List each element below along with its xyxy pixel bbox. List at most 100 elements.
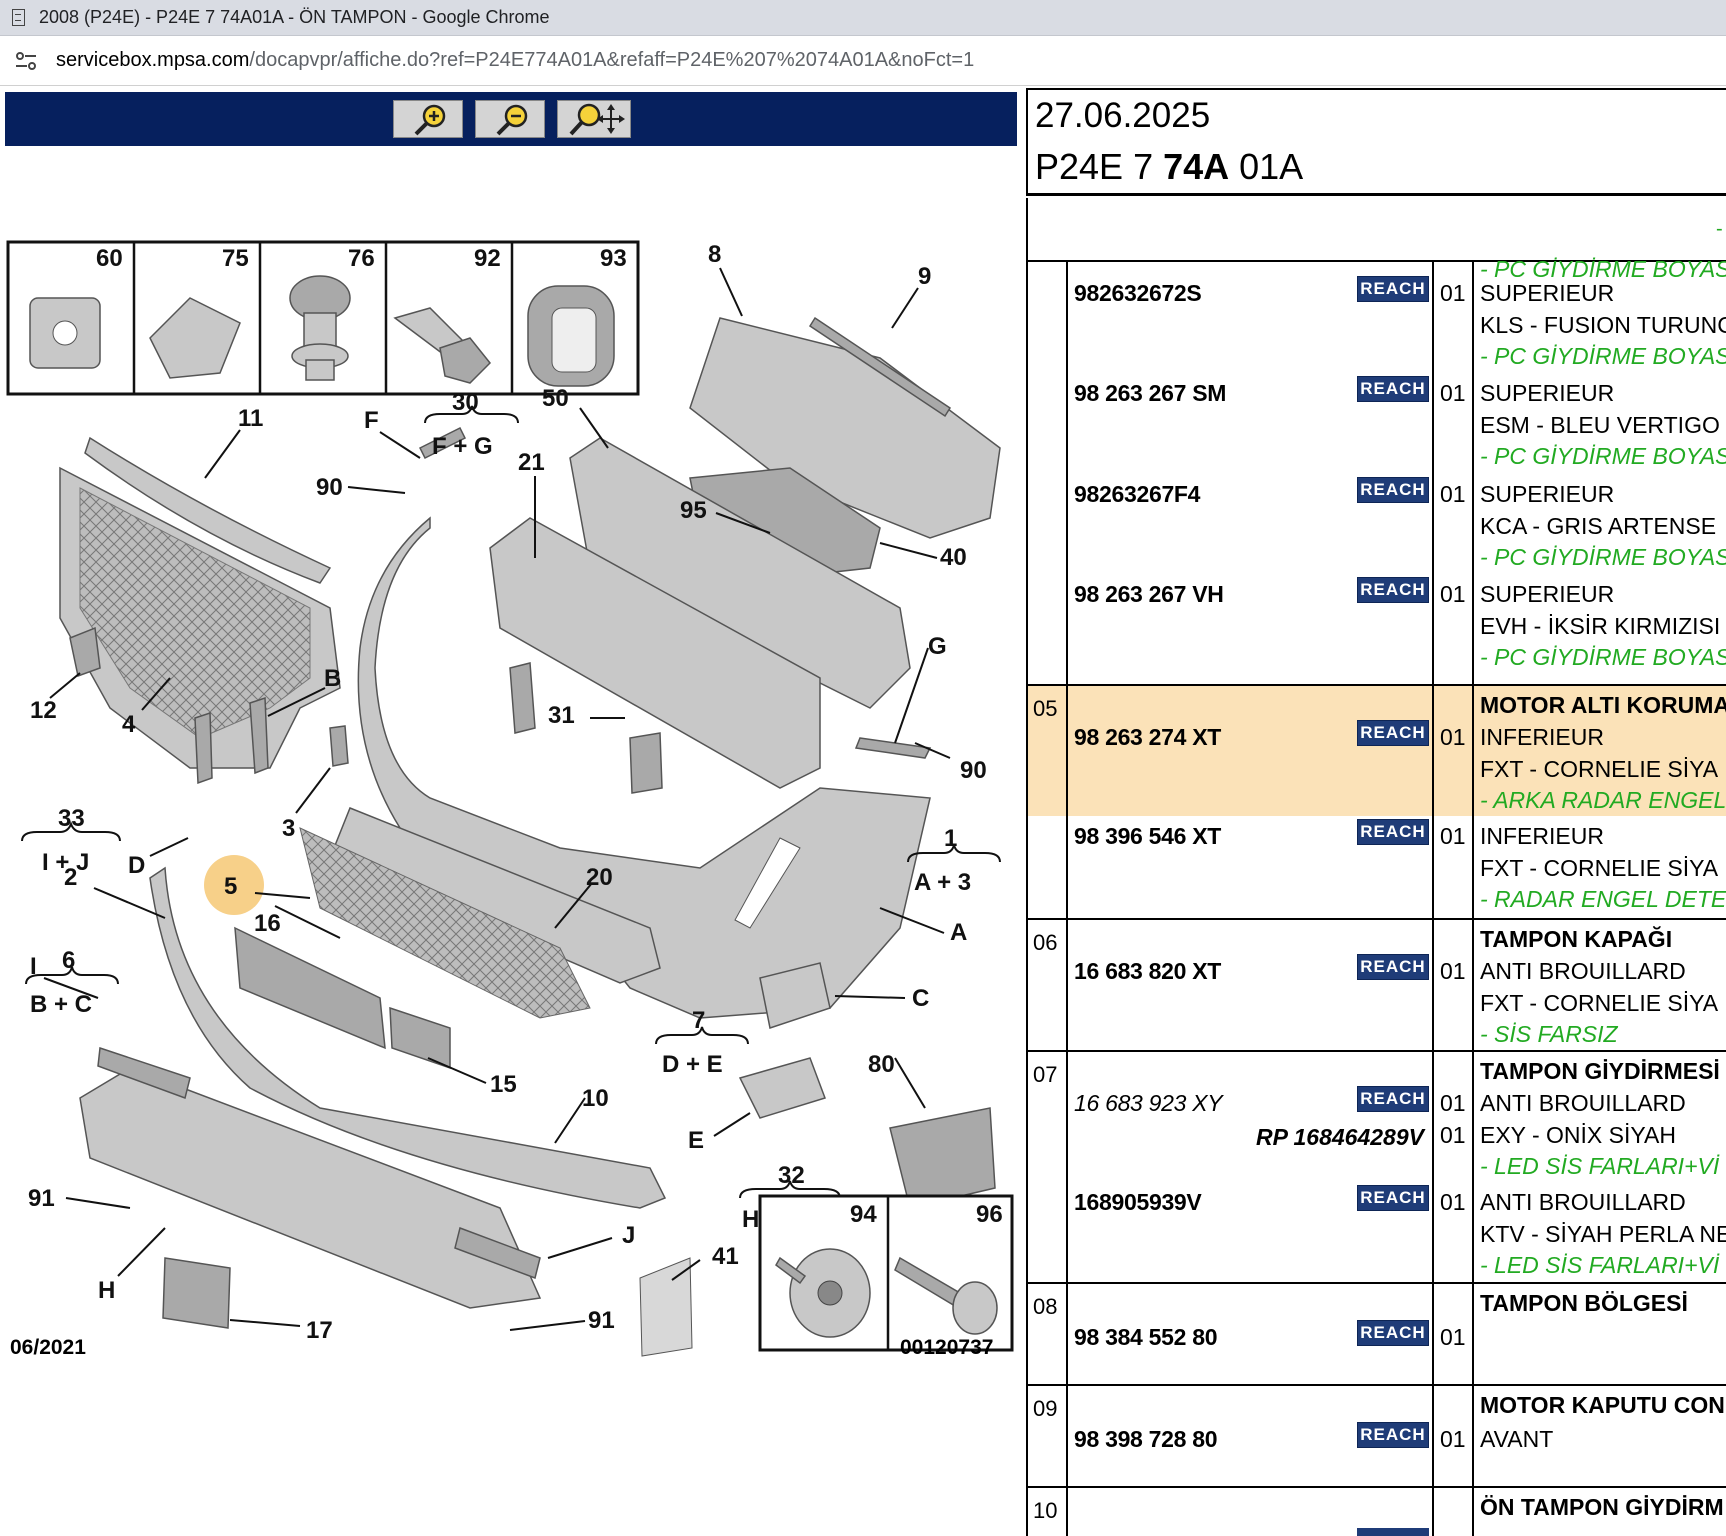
label-A[interactable]: A	[950, 919, 967, 946]
table-row-06[interactable]: 06 TAMPON KAPAĞI 16 683 820 XT REACH 01 …	[1026, 920, 1726, 1052]
support-F[interactable]	[418, 426, 467, 460]
group-1[interactable]: 1 A + 3	[907, 825, 1001, 896]
label-91-left[interactable]: 91	[28, 1185, 55, 1212]
part-ref[interactable]: 16 683 923 XY	[1074, 1090, 1223, 1116]
bracket-I[interactable]	[97, 1046, 191, 1099]
reach-badge[interactable]: REACH	[1357, 376, 1429, 402]
reach-badge[interactable]: REACH	[1357, 1086, 1429, 1112]
label-41[interactable]: 41	[712, 1243, 739, 1270]
group-6[interactable]: 6 B + C	[25, 947, 119, 1018]
part-ref[interactable]: 98 263 267 VH	[1074, 581, 1224, 607]
url-path[interactable]: /docapvpr/affiche.do?ref=P24E774A01A&ref…	[249, 49, 975, 71]
label-16[interactable]: 16	[254, 910, 281, 937]
reach-badge[interactable]: REACH	[1357, 954, 1429, 980]
bracket-31b[interactable]	[629, 732, 663, 794]
cross-member-8[interactable]	[689, 317, 1001, 539]
site-settings-icon[interactable]	[14, 49, 38, 73]
label-80[interactable]: 80	[868, 1051, 895, 1078]
part-ref[interactable]: 982632672S	[1074, 280, 1202, 306]
part-ref[interactable]: 98 398 728 80	[1074, 1426, 1218, 1452]
reach-badge[interactable]: REACH	[1357, 1185, 1429, 1211]
label-40[interactable]: 40	[940, 544, 967, 571]
fog-cover-C[interactable]	[759, 962, 831, 1029]
label-8[interactable]: 8	[708, 241, 721, 268]
label-21[interactable]: 21	[518, 449, 545, 476]
bracket-D[interactable]	[194, 711, 213, 785]
pad-41[interactable]	[639, 1257, 693, 1357]
label-B[interactable]: B	[324, 665, 341, 692]
beam-50[interactable]	[489, 517, 821, 789]
label-91-bottom[interactable]: 91	[588, 1307, 615, 1334]
bracket-31a[interactable]	[509, 662, 536, 734]
bracket-J[interactable]	[454, 1227, 541, 1279]
strip-16[interactable]	[234, 926, 386, 1050]
table-row-09[interactable]: 09 MOTOR KAPUTU CON 98 398 728 80 REACH …	[1026, 1386, 1726, 1488]
part-ref[interactable]: 98263267F4	[1074, 481, 1201, 507]
label-90-right[interactable]: 90	[960, 757, 987, 784]
label-17[interactable]: 17	[306, 1317, 333, 1344]
reach-badge[interactable]: REACH	[1357, 1422, 1429, 1448]
table-row-08[interactable]: 08 TAMPON BÖLGESİ 98 384 552 80 REACH 01	[1026, 1284, 1726, 1386]
lower-trim-10[interactable]	[149, 866, 667, 1209]
address-bar[interactable]: servicebox.mpsa.com/docapvpr/affiche.do?…	[0, 36, 1726, 86]
plate-17[interactable]	[162, 1257, 231, 1329]
label-11[interactable]: 11	[238, 405, 263, 432]
lower-grille-5[interactable]	[299, 827, 591, 1019]
strip-11[interactable]	[84, 436, 332, 584]
label-3[interactable]: 3	[282, 815, 295, 842]
reach-badge[interactable]: REACH	[1357, 477, 1429, 503]
group-7[interactable]: 7 D + E	[655, 1007, 749, 1078]
zoom-pan-button[interactable]	[557, 100, 631, 138]
label-D[interactable]: D	[128, 852, 145, 879]
part-ref[interactable]: 98 396 546 XT	[1074, 823, 1221, 849]
kit-80[interactable]	[889, 1107, 996, 1209]
reach-badge[interactable]: REACH	[1357, 577, 1429, 603]
label-10[interactable]: 10	[582, 1085, 609, 1112]
part-ref[interactable]: 98 384 552 80	[1074, 1324, 1218, 1350]
label-4[interactable]: 4	[122, 711, 136, 738]
support-G[interactable]	[854, 737, 932, 759]
grille-4[interactable]	[59, 466, 341, 769]
plate-3[interactable]	[329, 725, 349, 767]
reach-badge[interactable]: REACH	[1357, 819, 1429, 845]
label-15[interactable]: 15	[490, 1071, 517, 1098]
label-H[interactable]: H	[98, 1277, 115, 1304]
zoom-in-button[interactable]	[393, 100, 463, 138]
part-ref[interactable]: 98 263 274 XT	[1074, 724, 1221, 750]
table-row-10[interactable]: 10 ÖN TAMPON GİYDİRM	[1026, 1488, 1726, 1536]
label-E[interactable]: E	[688, 1127, 704, 1154]
table-row-05[interactable]: 05 MOTOR ALTI KORUMA 98 263 274 XT REACH…	[1026, 686, 1726, 920]
label-2[interactable]: 2	[64, 864, 77, 891]
fog-cover-E[interactable]	[738, 1057, 826, 1119]
label-95[interactable]: 95	[680, 497, 707, 524]
label-C[interactable]: C	[912, 985, 929, 1012]
replacement-ref[interactable]: RP 168464289V	[1256, 1124, 1424, 1150]
table-row[interactable]: - PC GİYDİRME BOYAS 982632672S REACH 01 …	[1026, 256, 1726, 686]
reach-badge[interactable]: REACH	[1357, 276, 1429, 302]
label-G[interactable]: G	[928, 633, 947, 660]
label-F[interactable]: F	[364, 407, 379, 434]
label-20[interactable]: 20	[586, 864, 613, 891]
label-J[interactable]: J	[622, 1222, 635, 1249]
zoom-out-button[interactable]	[475, 100, 545, 138]
label-12[interactable]: 12	[30, 697, 57, 724]
bracket-12[interactable]	[69, 626, 101, 678]
part-ref[interactable]: 168905939V	[1074, 1189, 1202, 1215]
label-I[interactable]: I	[30, 953, 37, 980]
group-33[interactable]: 33 I + J	[21, 805, 121, 876]
label-31[interactable]: 31	[548, 702, 575, 729]
table-row-07[interactable]: 07 TAMPON GİYDİRMESİ 16 683 923 XY REACH…	[1026, 1052, 1726, 1284]
group-30[interactable]: 30 F + G	[424, 389, 519, 460]
part-ref[interactable]: 16 683 820 XT	[1074, 958, 1221, 984]
strip-9[interactable]	[808, 316, 952, 418]
label-50[interactable]: 50	[542, 385, 569, 412]
label-9[interactable]: 9	[918, 263, 931, 290]
cover-15[interactable]	[389, 1006, 451, 1070]
url-host[interactable]: servicebox.mpsa.com	[56, 49, 250, 71]
part-ref[interactable]: 98 263 267 SM	[1074, 380, 1227, 406]
label-90-top[interactable]: 90	[316, 474, 343, 501]
label-5[interactable]: 5	[224, 873, 237, 900]
reach-badge[interactable]: REACH	[1357, 1320, 1429, 1346]
reach-badge[interactable]: REACH	[1357, 720, 1429, 746]
bracket-B[interactable]	[249, 696, 269, 775]
